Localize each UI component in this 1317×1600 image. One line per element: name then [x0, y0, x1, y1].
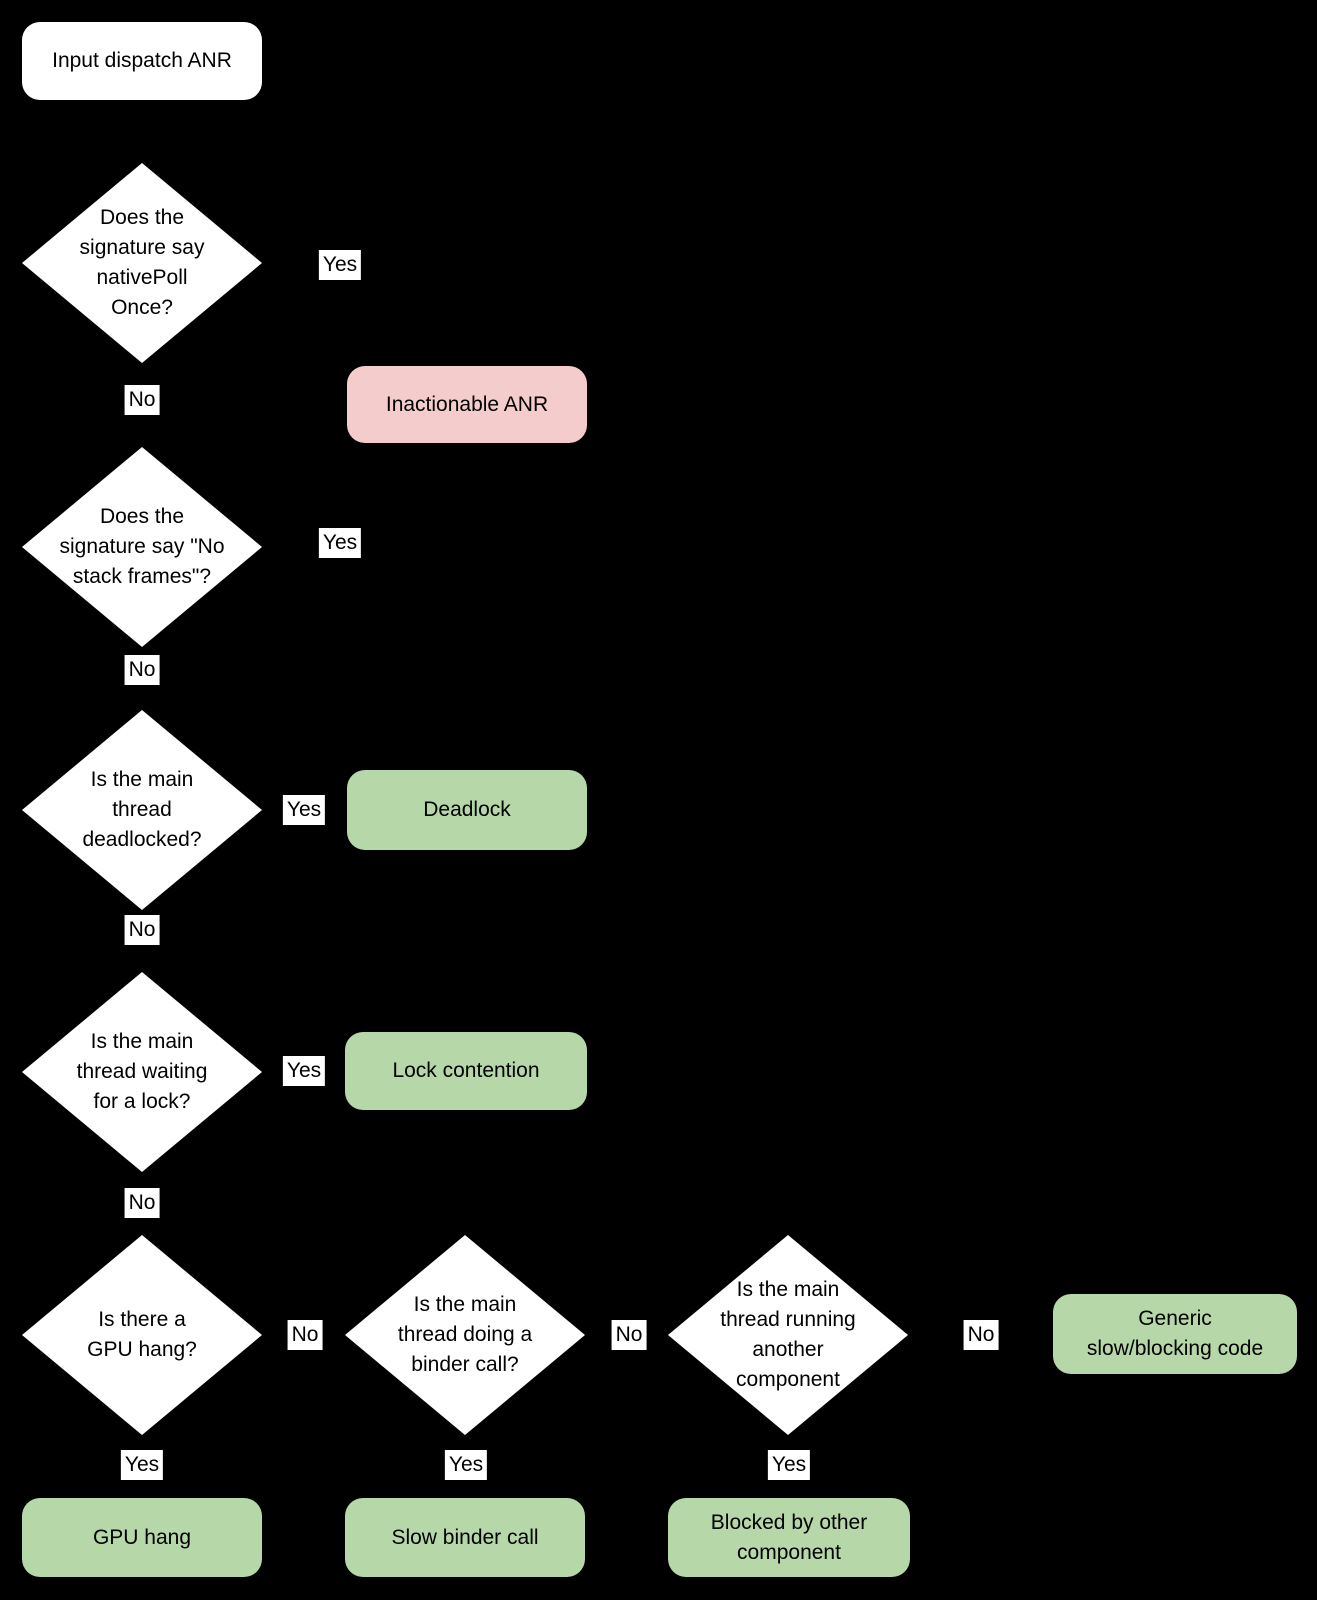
- edge-label-no-nativepollonce: No: [124, 385, 160, 415]
- decision-main-thread-deadlocked: Is the main thread deadlocked?: [22, 710, 262, 910]
- outcome-inactionable-anr: Inactionable ANR: [347, 366, 587, 443]
- decision-signature-nativepollonce: Does the signature say nativePoll Once?: [22, 163, 262, 363]
- edge-label-yes-nativepollonce: Yes: [318, 250, 362, 280]
- start-node-input-dispatch-anr: Input dispatch ANR: [22, 22, 262, 100]
- edge-label-yes-binder-call: Yes: [444, 1450, 488, 1480]
- outcome-blocked-by-other-component: Blocked by other component: [668, 1498, 910, 1577]
- edge-label-yes-waiting-lock: Yes: [282, 1056, 326, 1086]
- edge-label-no-deadlocked: No: [124, 915, 160, 945]
- decision-signature-no-stack-frames: Does the signature say "No stack frames"…: [22, 447, 262, 647]
- edge-label-yes-no-stack-frames: Yes: [318, 528, 362, 558]
- edge-label-yes-other-component: Yes: [767, 1450, 811, 1480]
- outcome-gpu-hang: GPU hang: [22, 1498, 262, 1577]
- edge-label-yes-gpu-hang: Yes: [120, 1450, 164, 1480]
- edge-label-no-waiting-lock: No: [124, 1188, 160, 1218]
- decision-gpu-hang: Is there a GPU hang?: [22, 1235, 262, 1435]
- edge-label-yes-deadlocked: Yes: [282, 795, 326, 825]
- outcome-slow-binder-call: Slow binder call: [345, 1498, 585, 1577]
- outcome-generic-slow-blocking-code: Generic slow/blocking code: [1053, 1294, 1297, 1374]
- outcome-deadlock: Deadlock: [347, 770, 587, 850]
- outcome-lock-contention: Lock contention: [345, 1032, 587, 1110]
- decision-main-thread-waiting-lock: Is the main thread waiting for a lock?: [22, 972, 262, 1172]
- decision-other-component: Is the main thread running another compo…: [668, 1235, 908, 1435]
- edge-label-no-gpu-hang: No: [287, 1320, 323, 1350]
- edge-label-no-binder-call: No: [611, 1320, 647, 1350]
- edge-label-no-no-stack-frames: No: [124, 655, 160, 685]
- decision-binder-call: Is the main thread doing a binder call?: [345, 1235, 585, 1435]
- edge-label-no-other-component: No: [963, 1320, 999, 1350]
